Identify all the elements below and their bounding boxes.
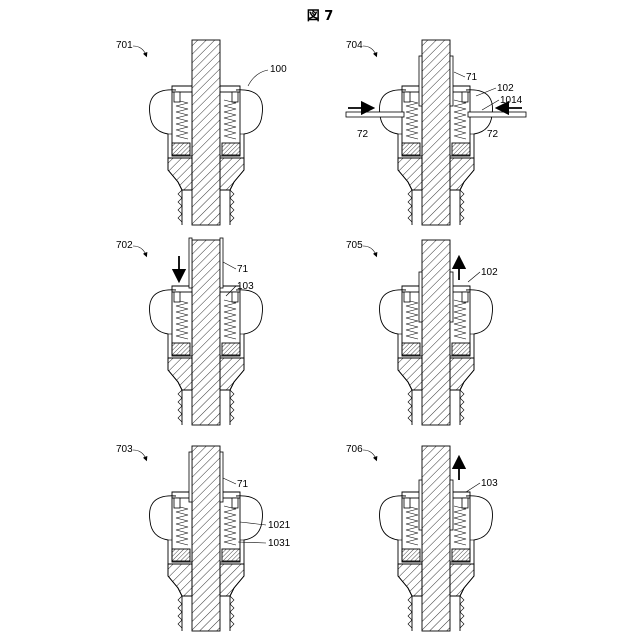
panel-706: 706 103 [346, 444, 498, 631]
shaft-label: 71 [237, 479, 249, 490]
shaft-label: 71 [466, 72, 478, 83]
sleeve-label: 102 [497, 83, 514, 94]
panel-id-label: 704 [346, 40, 363, 51]
panel-705: 705 102 [346, 240, 498, 425]
rod-right-label: 72 [487, 129, 499, 140]
panel-id-label: 703 [116, 444, 133, 455]
figure-title: 図 7 [307, 9, 334, 24]
spring-label: 103 [237, 281, 254, 292]
panel-id-label: 702 [116, 240, 133, 251]
panel-id-label: 706 [346, 444, 363, 455]
panel-701: 701 100 [116, 40, 287, 225]
panel-id-label: 701 [116, 40, 133, 51]
tip-label: 1014 [500, 95, 523, 106]
sleeve-label: 102 [481, 267, 498, 278]
upper-part-label: 1021 [268, 520, 291, 531]
device-label: 100 [270, 64, 287, 75]
panel-703: 703 71 1021 1031 [116, 444, 291, 631]
rod-right [468, 112, 526, 117]
panel-id-label: 705 [346, 240, 363, 251]
rod-left [346, 112, 404, 117]
lower-part-label: 1031 [268, 538, 291, 549]
rod-left-label: 72 [357, 129, 369, 140]
spring-label: 103 [481, 478, 498, 489]
shaft-label: 71 [237, 264, 249, 275]
panel-702: 702 71 103 [116, 238, 263, 425]
panel-704: 704 71 102 1014 72 72 [346, 40, 526, 225]
